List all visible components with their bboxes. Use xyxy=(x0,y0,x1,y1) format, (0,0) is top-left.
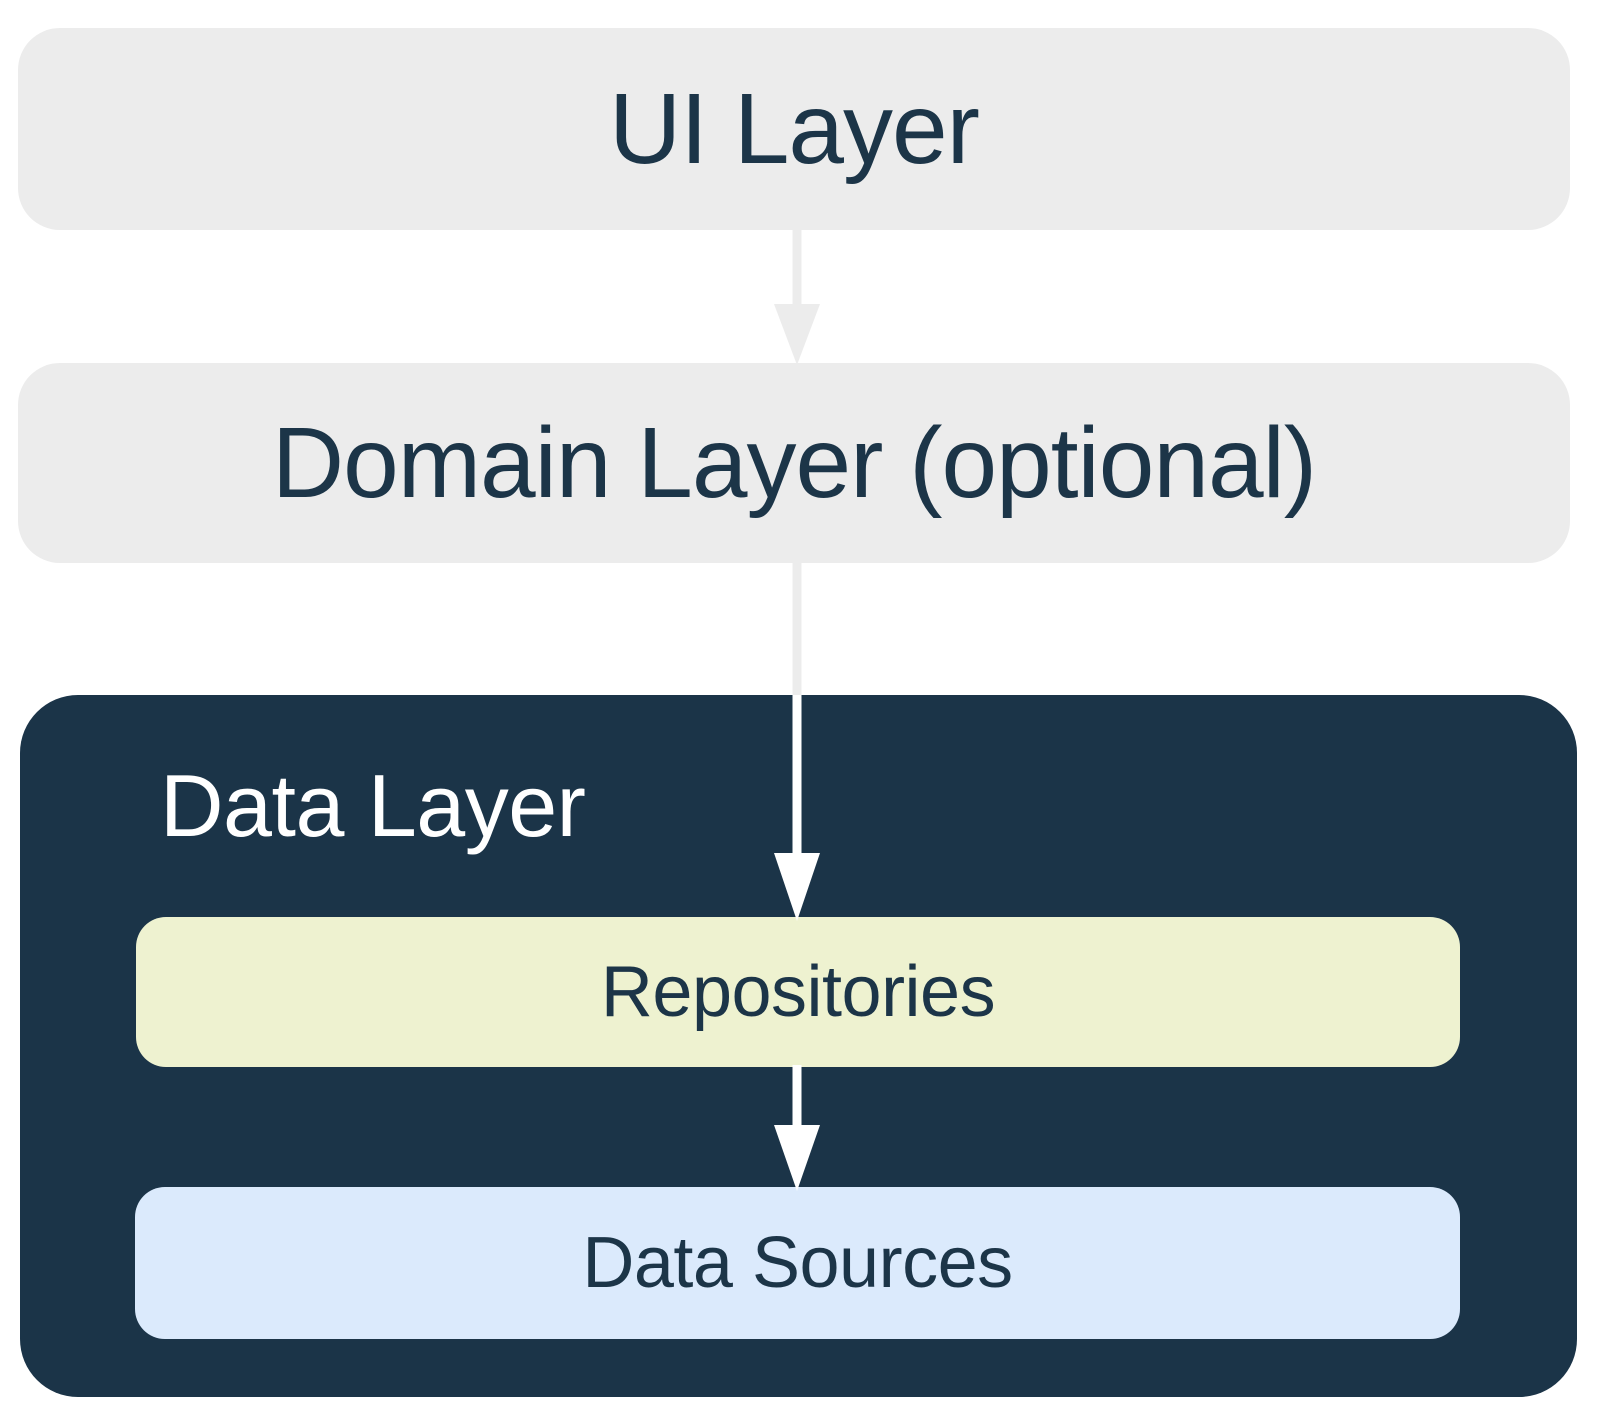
repositories-box: Repositories xyxy=(136,917,1460,1067)
domain-layer-box: Domain Layer (optional) xyxy=(18,363,1570,563)
data-layer-label: Data Layer xyxy=(160,756,586,855)
data-sources-label: Data Sources xyxy=(582,1223,1013,1303)
arrow-down-icon-ui-to-domain xyxy=(774,228,820,365)
ui-layer-box: UI Layer xyxy=(18,28,1570,230)
domain-layer-label: Domain Layer (optional) xyxy=(271,406,1317,519)
repositories-label: Repositories xyxy=(600,952,996,1032)
data-sources-box: Data Sources xyxy=(135,1187,1460,1339)
data-layer-box: Data Layer Repositories Data Sources xyxy=(20,695,1577,1397)
ui-layer-label: UI Layer xyxy=(609,72,980,185)
